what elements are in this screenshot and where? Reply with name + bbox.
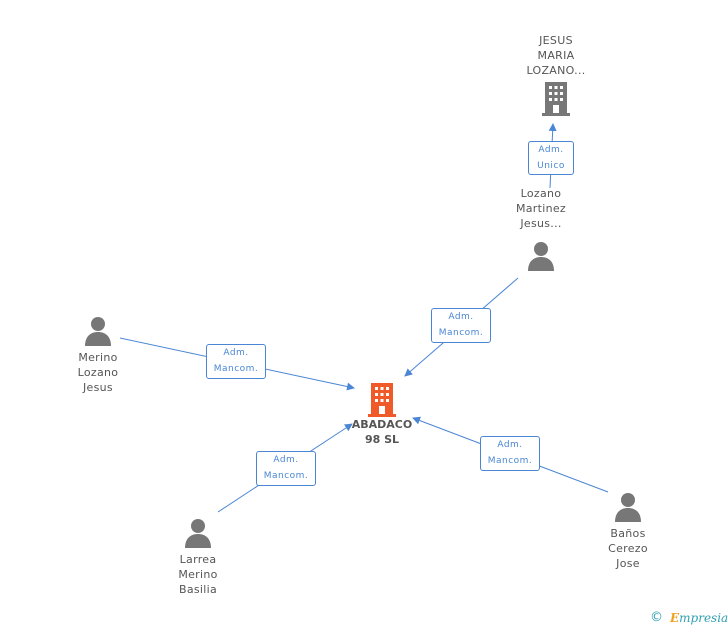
relation-label-lozano-center: Adm. Mancom. — [431, 308, 491, 343]
center-company-name-line1: ABADACO — [351, 418, 413, 431]
relation-type: Mancom. — [263, 471, 309, 481]
person-name-line2: Martinez — [515, 202, 567, 215]
relation-label-larrea-center: Adm. Mancom. — [256, 451, 316, 486]
person-name-line2: Lozano — [77, 366, 119, 379]
person-name-line1: Larrea — [179, 553, 217, 566]
person-name-line3: Jesus... — [520, 217, 562, 230]
relation-type: Unico — [537, 161, 565, 171]
building-icon — [542, 82, 570, 116]
building-icon — [368, 383, 396, 417]
relation-role: Adm. — [538, 145, 564, 155]
person-name-line3: Basilia — [178, 583, 218, 596]
person-name-line3: Jesus — [83, 381, 113, 394]
brand-initial: E — [670, 611, 680, 625]
relation-type: Mancom. — [487, 456, 533, 466]
node-top-company[interactable]: JESUS MARIA LOZANO... — [516, 33, 596, 116]
node-person-banos[interactable]: Baños Cerezo Jose — [588, 492, 668, 571]
relation-role: Adm. — [273, 455, 299, 465]
relation-role: Adm. — [223, 348, 249, 358]
top-company-name-line2: MARIA — [537, 49, 575, 62]
relation-label-banos-center: Adm. Mancom. — [480, 436, 540, 471]
relation-role: Adm. — [497, 440, 523, 450]
brand-name: mpresia — [679, 611, 728, 625]
person-icon — [528, 242, 554, 271]
person-name-line1: Merino — [78, 351, 118, 364]
person-name-line3: Jose — [616, 557, 640, 570]
person-icon — [85, 317, 111, 346]
person-icon — [615, 493, 641, 522]
center-company-name-line2: 98 SL — [364, 433, 400, 446]
relation-label-merino-center: Adm. Mancom. — [206, 344, 266, 379]
person-name-line1: Baños — [610, 527, 646, 540]
relation-role: Adm. — [448, 312, 474, 322]
brand-logo: Empresia — [670, 611, 728, 625]
person-name-line1: Lozano — [520, 187, 562, 200]
top-company-name-line1: JESUS — [539, 34, 573, 47]
node-person-merino[interactable]: Merino Lozano Jesus — [58, 316, 138, 395]
relation-type: Mancom. — [438, 328, 484, 338]
person-name-line2: Cerezo — [608, 542, 648, 555]
relation-label-lozano-top: Adm. Unico — [528, 141, 574, 175]
node-person-lozano[interactable]: Lozano Martinez Jesus... — [501, 186, 581, 271]
node-center-company[interactable]: ABADACO 98 SL — [342, 383, 422, 447]
person-icon — [185, 519, 211, 548]
node-person-larrea[interactable]: Larrea Merino Basilia — [158, 518, 238, 597]
copyright-symbol: © — [650, 610, 663, 625]
relation-type: Mancom. — [213, 364, 259, 374]
top-company-name-line3: LOZANO... — [526, 64, 586, 77]
person-name-line2: Merino — [178, 568, 218, 581]
